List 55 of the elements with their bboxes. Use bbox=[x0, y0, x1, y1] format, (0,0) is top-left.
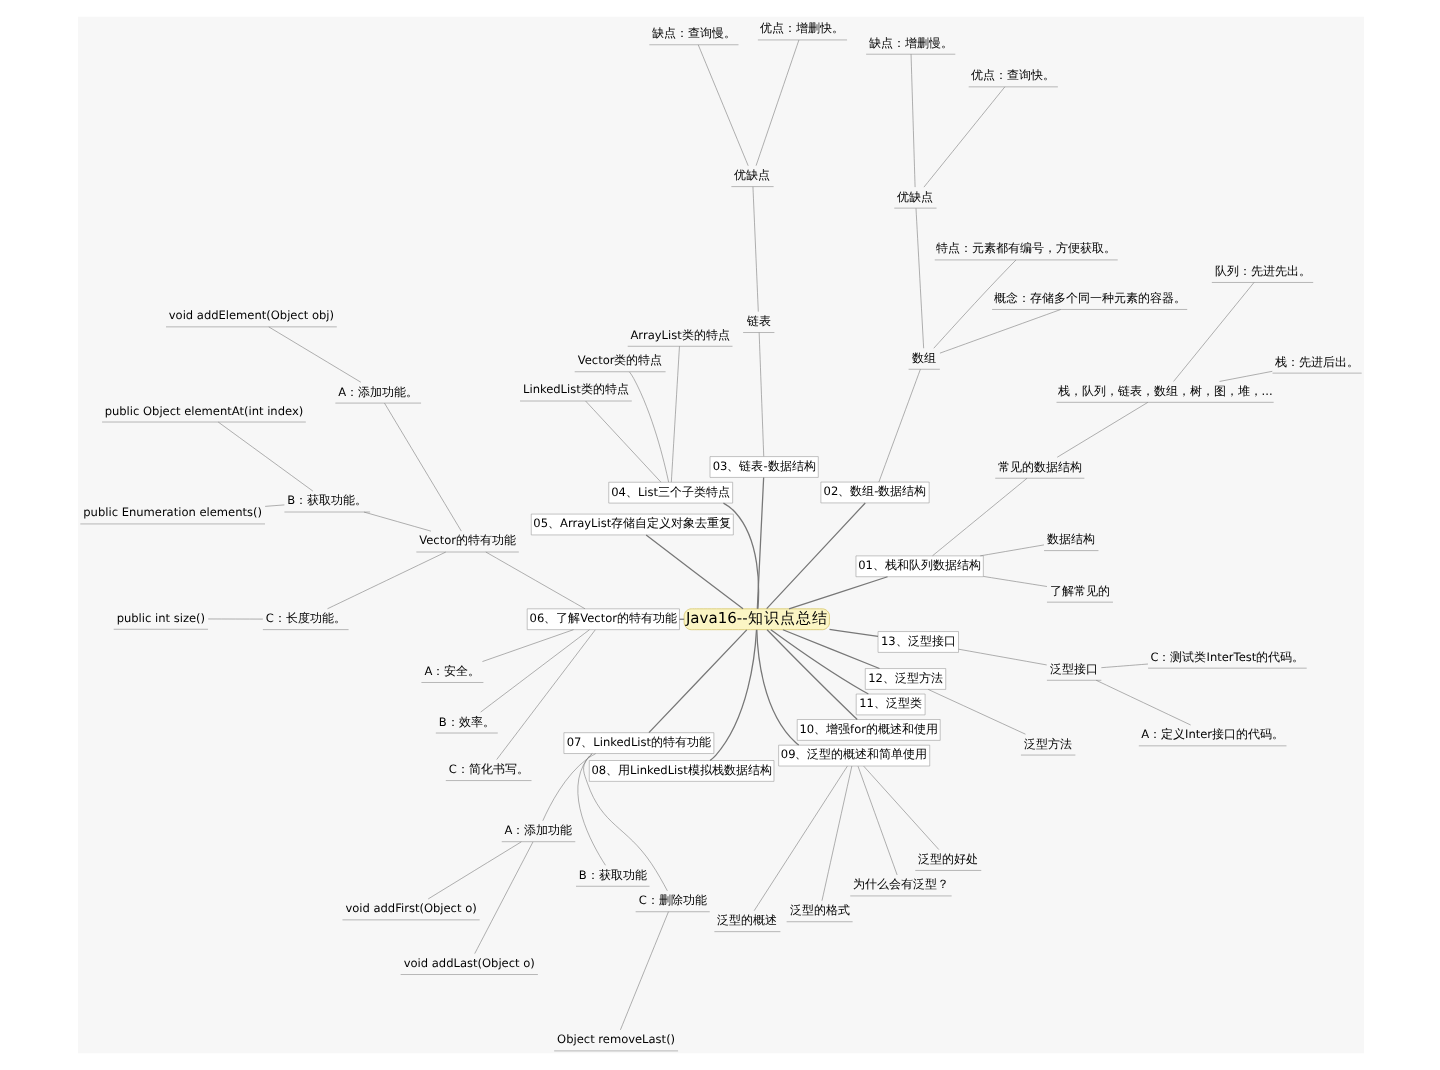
connector bbox=[426, 841, 521, 900]
connector bbox=[326, 551, 446, 610]
connector bbox=[914, 208, 923, 349]
connector bbox=[584, 400, 661, 483]
connector bbox=[751, 186, 758, 312]
connector bbox=[755, 476, 764, 610]
connector bbox=[263, 504, 284, 507]
connector bbox=[1172, 282, 1254, 382]
connector bbox=[362, 511, 431, 532]
connector bbox=[752, 765, 847, 911]
connector bbox=[481, 629, 573, 662]
connector bbox=[495, 629, 595, 760]
connector bbox=[647, 629, 747, 734]
connector bbox=[827, 628, 878, 637]
connector bbox=[922, 86, 1005, 188]
connector bbox=[582, 753, 667, 892]
connector bbox=[267, 326, 361, 383]
connector bbox=[757, 332, 764, 457]
connector bbox=[619, 911, 668, 1031]
connector bbox=[754, 39, 799, 166]
connector bbox=[787, 576, 888, 610]
connector bbox=[765, 502, 865, 610]
connector bbox=[696, 44, 748, 167]
connector bbox=[781, 629, 880, 670]
connector bbox=[769, 629, 868, 695]
connector bbox=[1055, 402, 1148, 458]
connector bbox=[765, 629, 857, 721]
connector bbox=[1094, 680, 1190, 726]
connector bbox=[856, 765, 897, 876]
connector bbox=[957, 648, 1046, 666]
connector bbox=[628, 371, 668, 483]
connector bbox=[927, 689, 1025, 735]
connector bbox=[644, 534, 743, 610]
connector bbox=[931, 477, 1027, 557]
connector bbox=[206, 618, 263, 620]
connector bbox=[473, 841, 533, 954]
connector bbox=[982, 576, 1047, 587]
connector bbox=[479, 629, 589, 713]
connector bbox=[877, 368, 920, 483]
connector bbox=[1218, 371, 1272, 382]
connector bbox=[938, 309, 1060, 354]
connector bbox=[216, 421, 313, 492]
connector bbox=[383, 402, 461, 532]
connector bbox=[909, 53, 915, 188]
connector bbox=[708, 629, 757, 762]
connector bbox=[541, 753, 595, 821]
connector bbox=[820, 765, 852, 901]
connector bbox=[978, 544, 1044, 557]
connector bbox=[721, 502, 759, 610]
connector bbox=[755, 629, 799, 746]
connector bbox=[932, 259, 1016, 349]
connector bbox=[862, 765, 939, 850]
connector bbox=[1100, 663, 1148, 668]
connector bbox=[484, 551, 585, 610]
connector bbox=[670, 346, 679, 483]
